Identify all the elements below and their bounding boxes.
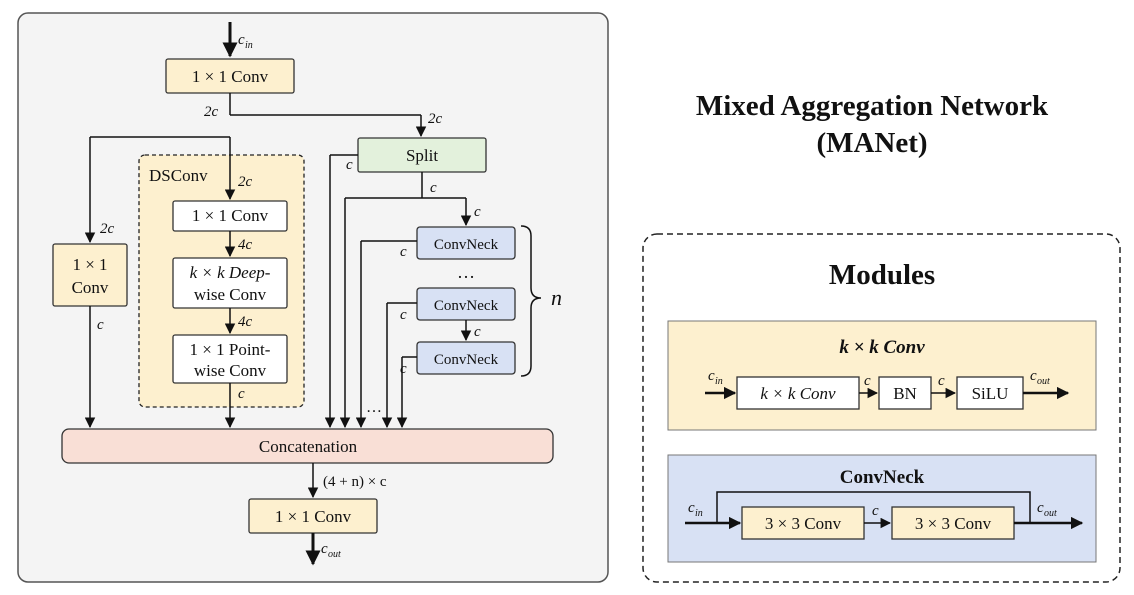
kconv-title: k × k Conv — [839, 337, 925, 358]
title-line2: (MANet) — [816, 127, 927, 159]
concat-box — [61, 428, 554, 464]
input-label: c — [238, 32, 245, 48]
split-left-label: c — [346, 157, 353, 173]
kconv-in-label: c — [708, 368, 715, 384]
neck-ellipsis: … — [457, 262, 475, 282]
neck1-side-label: c — [400, 244, 407, 260]
neck-out-sub: out — [1044, 508, 1057, 519]
neck-l1: c — [872, 503, 879, 519]
n-label: n — [551, 285, 562, 310]
convneck-3-label: ConvNeck — [434, 352, 499, 368]
convneck-1-label: ConvNeck — [434, 237, 499, 253]
left-conv-line2: Conv — [72, 278, 109, 297]
convneck-3 — [416, 341, 516, 375]
convneck-2-label: ConvNeck — [434, 298, 499, 314]
dsconv-conv1-label: 1 × 1 Conv — [192, 206, 269, 225]
title-line1: Mixed Aggregation Network — [696, 90, 1049, 122]
branch-2c-right: 2c — [428, 111, 443, 127]
kconv-box2 — [878, 376, 932, 410]
dsconv-deep-line1: k × k Deep- — [190, 263, 271, 282]
dsconv-out-label: c — [238, 386, 245, 402]
n-brace — [520, 225, 542, 377]
branch-2c-left: 2c — [204, 104, 219, 120]
kconv-out-label: c — [1030, 368, 1037, 384]
kconv-box1-label: k × k Conv — [760, 384, 836, 403]
dsconv-mid-label: 4c — [238, 237, 253, 253]
kconv-box2-label: BN — [893, 384, 917, 403]
modules-title: Modules — [829, 259, 935, 291]
split-label: Split — [406, 146, 438, 165]
convneck-module-title: ConvNeck — [840, 467, 925, 488]
dsconv-deep-line2: wise Conv — [194, 285, 267, 304]
neck3-side-label: c — [400, 361, 407, 377]
neck-out-label: c — [1037, 500, 1044, 516]
dsconv-title: DSConv — [149, 166, 208, 185]
dsconv-point-line1: 1 × 1 Point- — [190, 340, 271, 359]
kconv-in-sub: in — [715, 376, 723, 387]
split-down-label: c — [430, 180, 437, 196]
neck-box1 — [741, 506, 865, 540]
concat-ellipsis: … — [366, 399, 382, 416]
kconv-box3-label: SiLU — [972, 384, 1009, 403]
neck-in-sub: in — [695, 508, 703, 519]
neck1-in-label: c — [474, 204, 481, 220]
left-in-label: 2c — [100, 221, 115, 237]
left-out-label: c — [97, 317, 104, 333]
neck-box1-label: 3 × 3 Conv — [765, 514, 842, 533]
neck2-side-label: c — [400, 307, 407, 323]
top-conv-label: 1 × 1 Conv — [192, 67, 269, 86]
dsconv-point-line2: wise Conv — [194, 361, 267, 380]
kconv-l1: c — [864, 373, 871, 389]
neck-in-label: c — [688, 500, 695, 516]
kconv-l2: c — [938, 373, 945, 389]
bottom-conv-label: 1 × 1 Conv — [275, 507, 352, 526]
neck-skip-path — [716, 491, 1031, 523]
neck-box2-label: 3 × 3 Conv — [915, 514, 992, 533]
dsconv-mid-label2: 4c — [238, 314, 253, 330]
input-sub: in — [245, 40, 253, 51]
dsconv-in-label: 2c — [238, 174, 253, 190]
output-sub: out — [328, 549, 341, 560]
convneck-module — [667, 454, 1097, 563]
output-label: c — [321, 541, 328, 557]
concat-out-label: (4 + n) × c — [323, 474, 387, 490]
left-conv-line1: 1 × 1 — [72, 255, 107, 274]
kconv-module — [667, 320, 1097, 431]
neck-mid-label: c — [474, 324, 481, 340]
concat-label: Concatenation — [259, 437, 358, 456]
kconv-out-sub: out — [1037, 376, 1050, 387]
convneck-1 — [416, 226, 516, 260]
